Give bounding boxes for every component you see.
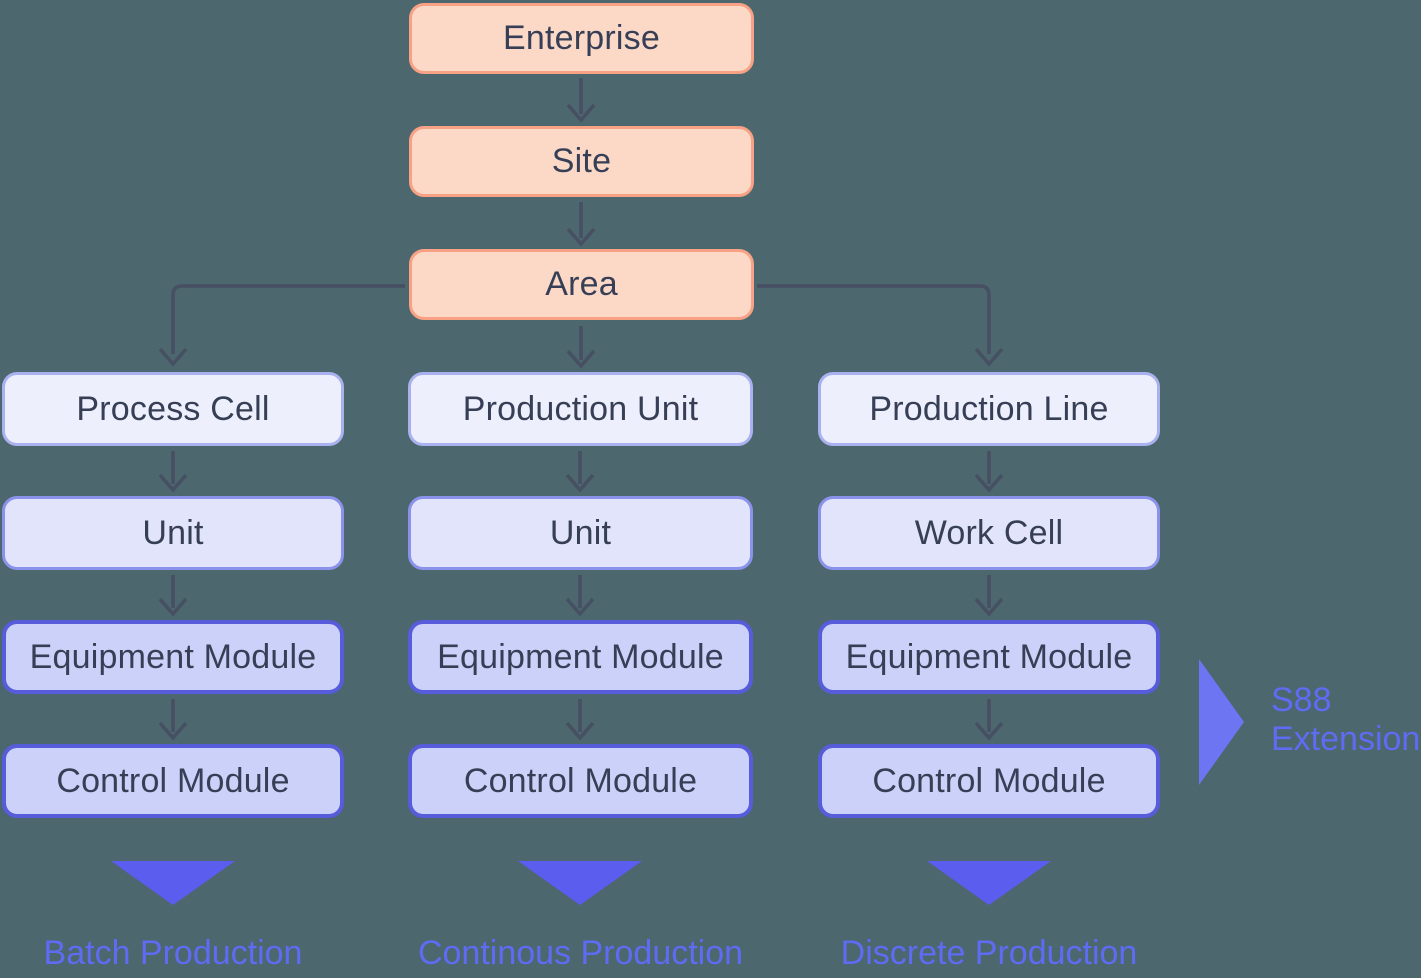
node-unit-continuous: Unit — [408, 496, 753, 570]
triangle-right-s88-icon — [1199, 659, 1244, 785]
arrow-enterprise-to-site — [566, 78, 596, 123]
arrow-work-cell-to-equipment-module — [974, 575, 1004, 617]
node-control-module-continuous: Control Module — [408, 744, 753, 818]
label-continuous-production: Continous Production — [417, 934, 744, 972]
node-production-unit: Production Unit — [408, 372, 753, 446]
node-control-module-batch: Control Module — [2, 744, 344, 818]
node-equipment-module-discrete: Equipment Module — [818, 620, 1160, 694]
node-work-cell: Work Cell — [818, 496, 1160, 570]
triangle-down-batch-icon — [111, 861, 235, 905]
arrow-site-to-area — [566, 202, 596, 247]
label-s88-extension: S88 Extension — [1271, 681, 1420, 759]
arrow-equipment-to-control-module-3 — [974, 699, 1004, 741]
label-s88-line1: S88 — [1271, 681, 1332, 719]
arrow-production-line-to-work-cell — [974, 451, 1004, 493]
node-equipment-module-continuous: Equipment Module — [408, 620, 753, 694]
node-unit-batch: Unit — [2, 496, 344, 570]
node-equipment-module-batch: Equipment Module — [2, 620, 344, 694]
triangle-down-continuous-icon — [518, 861, 642, 905]
node-area: Area — [409, 249, 754, 320]
node-production-line: Production Line — [818, 372, 1160, 446]
arrow-production-unit-to-unit — [565, 451, 595, 493]
arrow-unit-to-equipment-module-1 — [158, 575, 188, 617]
label-discrete-production: Discrete Production — [840, 934, 1138, 972]
arrow-area-to-production-line — [757, 284, 1004, 367]
triangle-down-discrete-icon — [927, 861, 1051, 905]
arrow-unit-to-equipment-module-2 — [565, 575, 595, 617]
arrow-area-to-production-unit — [566, 326, 596, 369]
node-site: Site — [409, 126, 754, 197]
label-s88-line2: Extension — [1271, 720, 1421, 758]
node-process-cell: Process Cell — [2, 372, 344, 446]
arrow-area-to-process-cell — [158, 284, 405, 367]
arrow-equipment-to-control-module-2 — [565, 699, 595, 741]
node-enterprise: Enterprise — [409, 3, 754, 74]
arrow-equipment-to-control-module-1 — [158, 699, 188, 741]
arrow-process-cell-to-unit — [158, 451, 188, 493]
label-batch-production: Batch Production — [43, 934, 303, 972]
node-control-module-discrete: Control Module — [818, 744, 1160, 818]
